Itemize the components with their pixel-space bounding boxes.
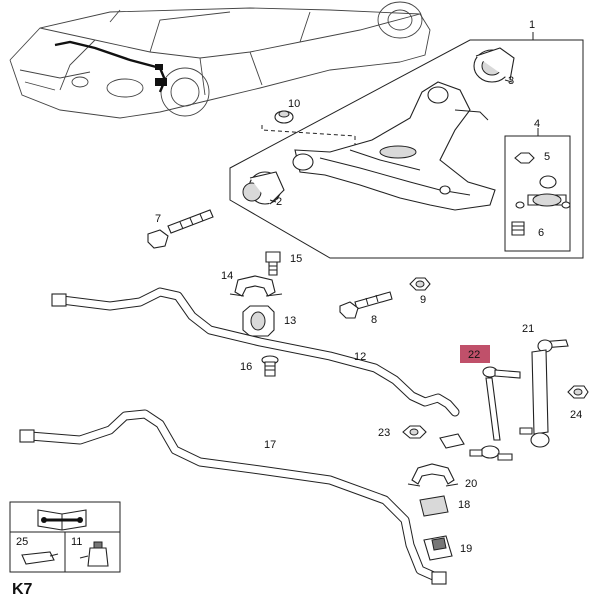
nut-10: 10	[261, 98, 356, 145]
callout-18: 18	[458, 499, 470, 511]
callout-19: 19	[460, 543, 472, 555]
callout-25: 25	[16, 536, 28, 548]
service-info-box: 25 11	[9, 501, 121, 573]
page-code: K7	[12, 581, 33, 598]
bushing-18: 18	[419, 495, 470, 517]
callout-6: 6	[538, 227, 544, 239]
callout-15: 15	[290, 253, 302, 265]
callout-21: 21	[522, 323, 534, 335]
callout-20: 20	[465, 478, 477, 490]
stabilizer-link-21: 21	[519, 323, 569, 448]
callout-12: 12	[354, 351, 366, 363]
front-bushing: 2	[242, 171, 285, 208]
callout-3: 3	[508, 75, 514, 87]
grease-tube-icon	[21, 551, 59, 565]
stabilizer-bar-12: 12	[51, 287, 460, 417]
callout-10: 10	[288, 98, 300, 110]
callout-2: 2	[276, 196, 282, 208]
control-arm	[292, 81, 496, 211]
callout-9: 9	[420, 294, 426, 306]
clamp-14: 14	[221, 270, 283, 297]
bolt-15: 15	[265, 251, 302, 276]
callout-14: 14	[221, 270, 233, 282]
callout-1: 1	[529, 19, 535, 31]
bolt-16: 16	[240, 355, 279, 377]
bushing-13: 13	[242, 305, 296, 337]
manual-wrench-icon	[37, 509, 87, 531]
stabilizer-link-22: 22	[439, 345, 521, 461]
nut-24: 24	[567, 385, 589, 421]
callout-24: 24	[570, 409, 582, 421]
bushing-19: 19	[423, 535, 472, 561]
callout-16: 16	[240, 361, 252, 373]
callout-11: 11	[71, 536, 82, 548]
control-arm-group-frame: 1	[229, 19, 584, 259]
car-illustration	[9, 1, 431, 119]
bolt-7: 7	[147, 209, 214, 249]
ball-joint-box: 4 5 6	[504, 118, 571, 252]
highlight-box	[460, 345, 490, 363]
callout-7: 7	[155, 213, 161, 225]
nut-23: 23	[378, 425, 427, 439]
adhesive-bottle-icon	[79, 541, 109, 567]
callout-17: 17	[264, 439, 276, 451]
rear-bushing: 3	[473, 47, 515, 87]
nut-9: 9	[409, 277, 431, 306]
bolt-8: 8	[339, 291, 393, 326]
callout-4: 4	[534, 118, 540, 130]
callout-8: 8	[371, 314, 377, 326]
clamp-20: 20	[407, 463, 477, 490]
stabilizer-bar-17: 17	[19, 409, 447, 585]
callout-13: 13	[284, 315, 296, 327]
callout-23: 23	[378, 427, 390, 439]
callout-22: 22	[468, 349, 480, 361]
callout-5: 5	[544, 151, 550, 163]
